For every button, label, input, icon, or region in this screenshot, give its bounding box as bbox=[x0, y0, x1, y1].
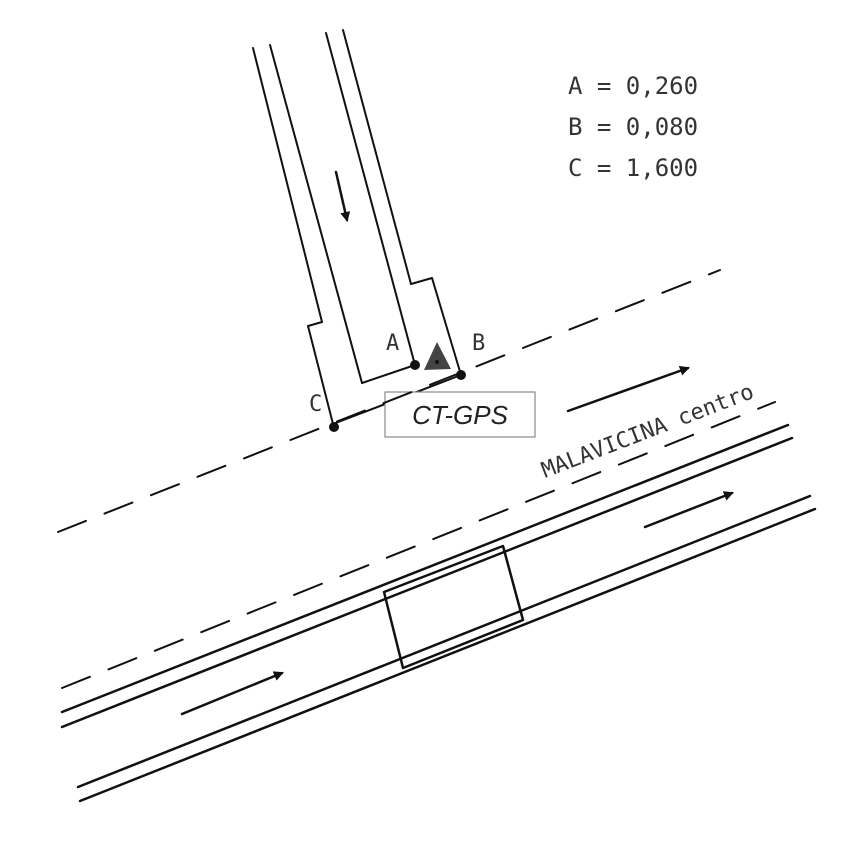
station-label-box: CT-GPS bbox=[384, 391, 536, 438]
point-a-label: A bbox=[386, 331, 399, 356]
direction-arrow-upper bbox=[566, 365, 690, 413]
main-road-edge-4 bbox=[78, 507, 817, 803]
direction-arrows bbox=[180, 365, 734, 716]
measurement-c: C = 1,600 bbox=[568, 154, 698, 182]
centerline-lower bbox=[61, 401, 776, 689]
side-road-step-left bbox=[307, 321, 334, 425]
point-a-dot bbox=[410, 360, 420, 370]
side-road bbox=[252, 29, 462, 425]
point-b-label: B bbox=[472, 331, 485, 356]
point-c-label: C bbox=[309, 392, 322, 417]
side-road-outer-left-edge bbox=[252, 47, 323, 323]
road-name-label: MALAVICINA centro bbox=[538, 380, 757, 484]
side-road-inner-end bbox=[361, 364, 416, 384]
direction-arrow-left bbox=[180, 671, 284, 716]
measurement-legend: A = 0,260 B = 0,080 C = 1,600 bbox=[568, 72, 698, 182]
side-road-arrow bbox=[334, 170, 351, 222]
gps-station-triangle-icon bbox=[424, 342, 451, 370]
station-label: CT-GPS bbox=[412, 400, 508, 430]
point-c-dot bbox=[329, 422, 339, 432]
point-b-dot bbox=[456, 370, 466, 380]
main-road bbox=[60, 423, 817, 803]
side-road-inner-left-edge bbox=[269, 44, 363, 384]
direction-arrow-right bbox=[643, 491, 734, 529]
measurement-a: A = 0,260 bbox=[568, 72, 698, 100]
main-road-centerlines bbox=[57, 269, 776, 689]
centerline-upper bbox=[57, 269, 721, 533]
gps-station-center-dot bbox=[435, 360, 439, 364]
measurement-points: A B C bbox=[309, 331, 485, 432]
main-road-edge-3 bbox=[76, 494, 812, 789]
measurement-b: B = 0,080 bbox=[568, 113, 698, 141]
station-label-frame bbox=[384, 391, 536, 438]
main-road-edge-1 bbox=[60, 423, 790, 714]
side-road-outer-right-edge bbox=[342, 29, 412, 285]
main-road-edge-2 bbox=[60, 436, 794, 729]
crossing-box bbox=[382, 544, 525, 670]
side-road-inner-right-edge bbox=[325, 32, 416, 366]
side-road-step-right bbox=[410, 277, 462, 376]
